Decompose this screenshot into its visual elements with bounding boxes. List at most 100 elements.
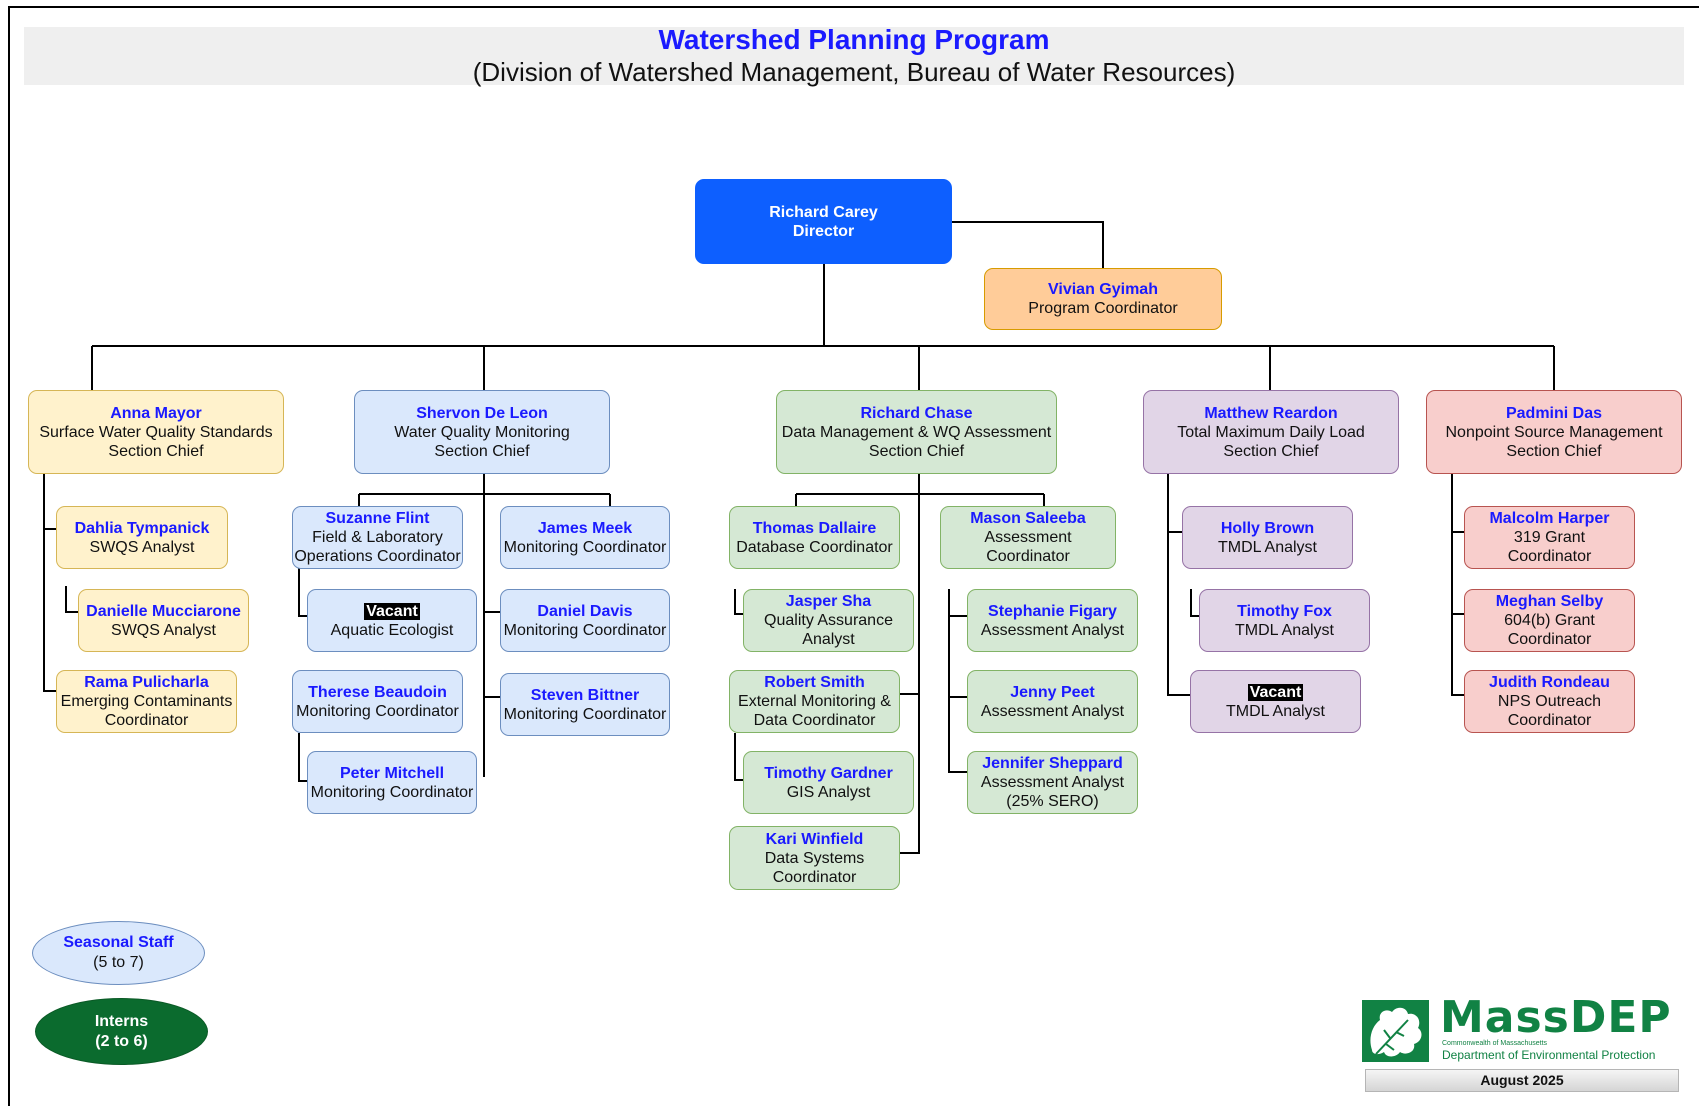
staff-name: Judith Rondeau bbox=[1489, 674, 1610, 691]
staff-role: Monitoring Coordinator bbox=[503, 621, 667, 639]
chief-nps-title: Section Chief bbox=[1506, 442, 1602, 460]
staff-nps-3[interactable]: Judith Rondeau NPS Outreach Coordinator bbox=[1464, 670, 1635, 733]
staff-monitoring-3[interactable]: Therese Beaudoin Monitoring Coordinator bbox=[292, 670, 463, 733]
staff-data-7[interactable]: Stephanie Figary Assessment Analyst bbox=[967, 589, 1138, 652]
chief-standards[interactable]: Anna Mayor Surface Water Quality Standar… bbox=[28, 390, 284, 474]
director-name: Richard Carey bbox=[769, 203, 878, 221]
staff-standards-1[interactable]: Dahlia Tympanick SWQS Analyst bbox=[56, 506, 228, 569]
staff-role: Monitoring Coordinator bbox=[503, 538, 667, 556]
logo-brand: MassDEP bbox=[1440, 992, 1672, 1043]
staff-data-3[interactable]: Robert Smith External Monitoring & Data … bbox=[729, 670, 900, 733]
director-node[interactable]: Richard Carey Director bbox=[695, 179, 952, 264]
staff-role: Assessment Analyst bbox=[980, 702, 1125, 720]
staff-role-2: Operations Coordinator bbox=[294, 548, 461, 565]
staff-name: Mason Saleeba bbox=[970, 510, 1086, 527]
connector-data-left bbox=[734, 589, 743, 781]
coordinator-node[interactable]: Vivian Gyimah Program Coordinator bbox=[984, 268, 1222, 330]
staff-role-2: Data Coordinator bbox=[753, 712, 876, 729]
staff-data-2[interactable]: Jasper Sha Quality Assurance Analyst bbox=[743, 589, 914, 652]
connector-monitoring-right bbox=[483, 494, 500, 777]
oak-leaf-icon bbox=[1362, 1000, 1429, 1062]
staff-role: External Monitoring & bbox=[738, 693, 891, 710]
interns-ellipse[interactable]: Interns (2 to 6) bbox=[35, 998, 208, 1065]
staff-data-4[interactable]: Timothy Gardner GIS Analyst bbox=[743, 751, 914, 814]
staff-nps-1[interactable]: Malcolm Harper 319 Grant Coordinator bbox=[1464, 506, 1635, 569]
staff-monitoring-6[interactable]: Daniel Davis Monitoring Coordinator bbox=[500, 589, 670, 652]
connector-section-drops bbox=[91, 346, 1555, 390]
staff-tmdl-3[interactable]: Vacant TMDL Analyst bbox=[1190, 670, 1361, 733]
chief-nps-role: Nonpoint Source Management bbox=[1445, 423, 1663, 441]
staff-tmdl-2[interactable]: Timothy Fox TMDL Analyst bbox=[1199, 589, 1370, 652]
staff-role: Monitoring Coordinator bbox=[310, 783, 474, 801]
staff-name: Suzanne Flint bbox=[325, 510, 430, 527]
chief-standards-title: Section Chief bbox=[108, 442, 204, 460]
staff-name: Malcolm Harper bbox=[1489, 510, 1610, 527]
staff-name: Holly Brown bbox=[1220, 519, 1315, 537]
page-title: Watershed Planning Program bbox=[658, 24, 1050, 55]
connector-nps bbox=[1451, 474, 1464, 696]
staff-nps-2[interactable]: Meghan Selby 604(b) Grant Coordinator bbox=[1464, 589, 1635, 652]
chief-data-role: Data Management & WQ Assessment bbox=[781, 423, 1052, 441]
chief-nps[interactable]: Padmini Das Nonpoint Source Management S… bbox=[1426, 390, 1682, 474]
interns-count: (2 to 6) bbox=[95, 1032, 148, 1050]
chief-nps-name: Padmini Das bbox=[1505, 404, 1603, 422]
staff-data-6[interactable]: Mason Saleeba Assessment Coordinator bbox=[940, 506, 1116, 569]
chief-tmdl-title: Section Chief bbox=[1223, 442, 1319, 460]
staff-standards-2[interactable]: Danielle Mucciarone SWQS Analyst bbox=[78, 589, 249, 652]
staff-role-2: Coordinator bbox=[104, 712, 189, 729]
staff-name: Peter Mitchell bbox=[339, 764, 445, 782]
staff-role: Quality Assurance bbox=[764, 612, 893, 629]
staff-role: 319 Grant bbox=[1513, 529, 1586, 546]
staff-role: GIS Analyst bbox=[786, 783, 871, 801]
chief-tmdl-name: Matthew Reardon bbox=[1204, 404, 1338, 422]
vacant-badge: Vacant bbox=[364, 602, 420, 620]
staff-role: TMDL Analyst bbox=[1235, 621, 1334, 639]
staff-name: Timothy Fox bbox=[1237, 602, 1332, 620]
logo-line1: Commonwealth of Massachusetts bbox=[1442, 1040, 1548, 1047]
staff-data-9[interactable]: Jennifer Sheppard Assessment Analyst (25… bbox=[967, 751, 1138, 814]
staff-role: Assessment Analyst bbox=[980, 621, 1125, 639]
staff-monitoring-5[interactable]: James Meek Monitoring Coordinator bbox=[500, 506, 670, 569]
coordinator-role: Program Coordinator bbox=[1028, 300, 1178, 317]
staff-monitoring-7[interactable]: Steven Bittner Monitoring Coordinator bbox=[500, 673, 670, 736]
staff-name: Jennifer Sheppard bbox=[982, 755, 1123, 772]
staff-monitoring-2[interactable]: Vacant Aquatic Ecologist bbox=[307, 589, 477, 652]
chief-data[interactable]: Richard Chase Data Management & WQ Asses… bbox=[776, 390, 1057, 474]
staff-data-8[interactable]: Jenny Peet Assessment Analyst bbox=[967, 670, 1138, 733]
staff-role-2: (25% SERO) bbox=[1006, 793, 1099, 810]
staff-role-2: Analyst bbox=[802, 631, 855, 648]
staff-name: Daniel Davis bbox=[537, 602, 633, 620]
connector-data-right bbox=[948, 589, 967, 773]
staff-name: Dahlia Tympanick bbox=[74, 519, 210, 537]
interns-label: Interns bbox=[94, 1012, 149, 1030]
staff-name: Therese Beaudoin bbox=[308, 683, 447, 701]
vacant-badge: Vacant bbox=[1247, 683, 1304, 701]
staff-role: Assessment Analyst bbox=[980, 774, 1125, 791]
staff-role: 604(b) Grant bbox=[1504, 612, 1595, 629]
staff-monitoring-4[interactable]: Peter Mitchell Monitoring Coordinator bbox=[307, 751, 477, 814]
connector-tmdl bbox=[1167, 474, 1199, 696]
staff-name: Thomas Dallaire bbox=[752, 519, 877, 537]
staff-name: Rama Pulicharla bbox=[84, 674, 209, 691]
connector-monitoring-left bbox=[298, 568, 307, 782]
staff-role: Data Systems bbox=[764, 849, 865, 867]
staff-role: Aquatic Ecologist bbox=[330, 621, 454, 639]
staff-data-1[interactable]: Thomas Dallaire Database Coordinator bbox=[729, 506, 900, 569]
staff-data-5[interactable]: Kari Winfield Data Systems Coordinator bbox=[729, 826, 900, 890]
chief-monitoring-role: Water Quality Monitoring bbox=[394, 423, 570, 441]
chief-monitoring[interactable]: Shervon De Leon Water Quality Monitoring… bbox=[354, 390, 610, 474]
staff-role: TMDL Analyst bbox=[1226, 702, 1325, 720]
chief-monitoring-title: Section Chief bbox=[434, 442, 530, 460]
staff-standards-3[interactable]: Rama Pulicharla Emerging Contaminants Co… bbox=[56, 670, 237, 733]
seasonal-count: (5 to 7) bbox=[93, 954, 144, 971]
staff-monitoring-1[interactable]: Suzanne Flint Field & Laboratory Operati… bbox=[292, 506, 463, 569]
page-frame bbox=[8, 6, 1699, 1106]
coordinator-name: Vivian Gyimah bbox=[1048, 281, 1158, 298]
chief-tmdl[interactable]: Matthew Reardon Total Maximum Daily Load… bbox=[1143, 390, 1399, 474]
staff-tmdl-1[interactable]: Holly Brown TMDL Analyst bbox=[1182, 506, 1353, 569]
connector-director-coordinator bbox=[952, 221, 1104, 268]
seasonal-staff-ellipse[interactable]: Seasonal Staff (5 to 7) bbox=[32, 921, 205, 985]
date-label: August 2025 bbox=[1365, 1069, 1679, 1092]
chief-monitoring-name: Shervon De Leon bbox=[416, 404, 548, 422]
